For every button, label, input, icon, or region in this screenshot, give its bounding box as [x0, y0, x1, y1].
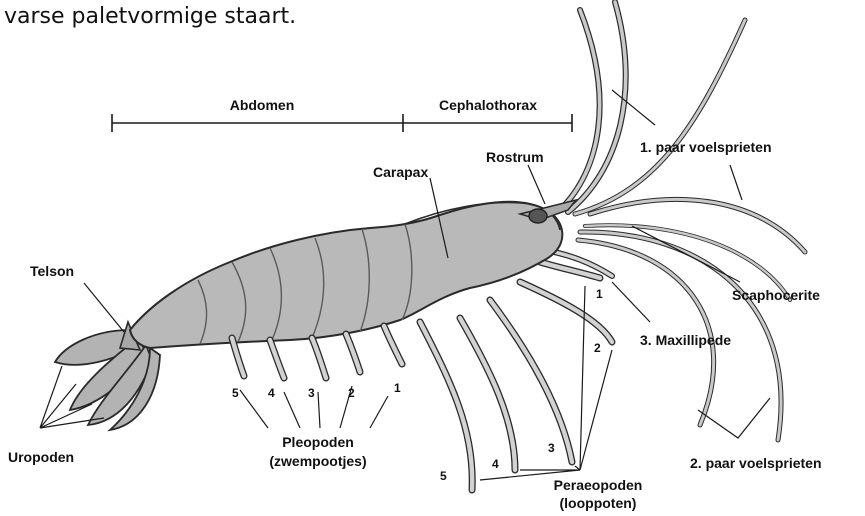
- pleopoden-sub-label: (zwempootjes): [269, 453, 366, 469]
- peraeopod-number: 4: [492, 457, 499, 471]
- pleopod-number: 3: [308, 386, 315, 400]
- rostrum-label: Rostrum: [486, 149, 544, 165]
- caption-fragment: varse paletvormige staart.: [4, 4, 296, 29]
- peraeopoden-label: Peraeopoden: [554, 477, 643, 493]
- abdomen-label: Abdomen: [230, 97, 295, 113]
- pleopod-number: 2: [348, 386, 355, 400]
- eye: [529, 209, 547, 223]
- telson-leader: [84, 283, 124, 332]
- section-bracket: [112, 114, 572, 132]
- cephalothorax-label: Cephalothorax: [439, 97, 537, 113]
- peraeopod-number: 5: [440, 469, 447, 483]
- peraeopod-number: 1: [596, 287, 603, 301]
- pleopoden-label: Pleopoden: [282, 434, 354, 450]
- maxillipede-leader: [612, 282, 650, 322]
- antenna1-leader-b: [730, 165, 742, 200]
- pleopod-number: 1: [394, 381, 401, 395]
- antenna2-label: 2. paar voelsprieten: [690, 455, 822, 471]
- peraeopod-number: 3: [548, 441, 555, 455]
- pleopod-number: 4: [268, 386, 275, 400]
- rostrum-leader: [528, 165, 545, 204]
- pleopod-number: 5: [232, 386, 239, 400]
- first-antennae: [560, 2, 805, 252]
- carapax-label: Carapax: [373, 164, 428, 180]
- scaphocerite-label: Scaphocerite: [732, 287, 820, 303]
- uropoden-label: Uropoden: [8, 449, 74, 465]
- antenna1-label: 1. paar voelsprieten: [640, 139, 772, 155]
- peraeopod-number: 2: [594, 341, 601, 355]
- peraeopoden-sub-label: (looppoten): [560, 495, 637, 511]
- maxillipede-label: 3. Maxillipede: [640, 332, 731, 348]
- telson-label: Telson: [30, 263, 74, 279]
